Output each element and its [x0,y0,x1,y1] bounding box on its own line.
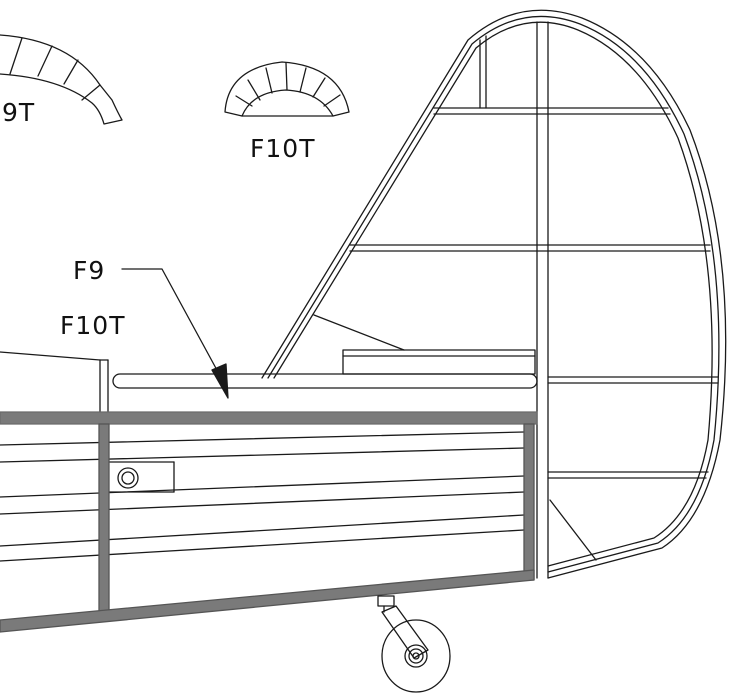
grommet-ring [117,467,139,489]
f9-leader [121,268,229,399]
fuselage-stringers [0,431,525,562]
fin-ribs [313,35,719,561]
label-9t: 9T [2,98,36,127]
bottom-longeron [0,569,535,633]
stabilizer-block [342,349,536,375]
left-former-stub [0,351,109,413]
tail-wheel [377,595,451,693]
former-f10t-drawing [224,61,350,117]
former-9t-drawing [0,34,123,125]
stabilizer-rod [112,373,538,389]
label-f10t-side: F10T [60,311,126,340]
vertical-fin-outline [261,9,727,579]
fin-post [536,21,549,579]
top-longeron [0,411,538,425]
label-f10t-top: F10T [250,134,316,163]
servo-mount [107,461,175,493]
label-f9: F9 [73,256,106,285]
